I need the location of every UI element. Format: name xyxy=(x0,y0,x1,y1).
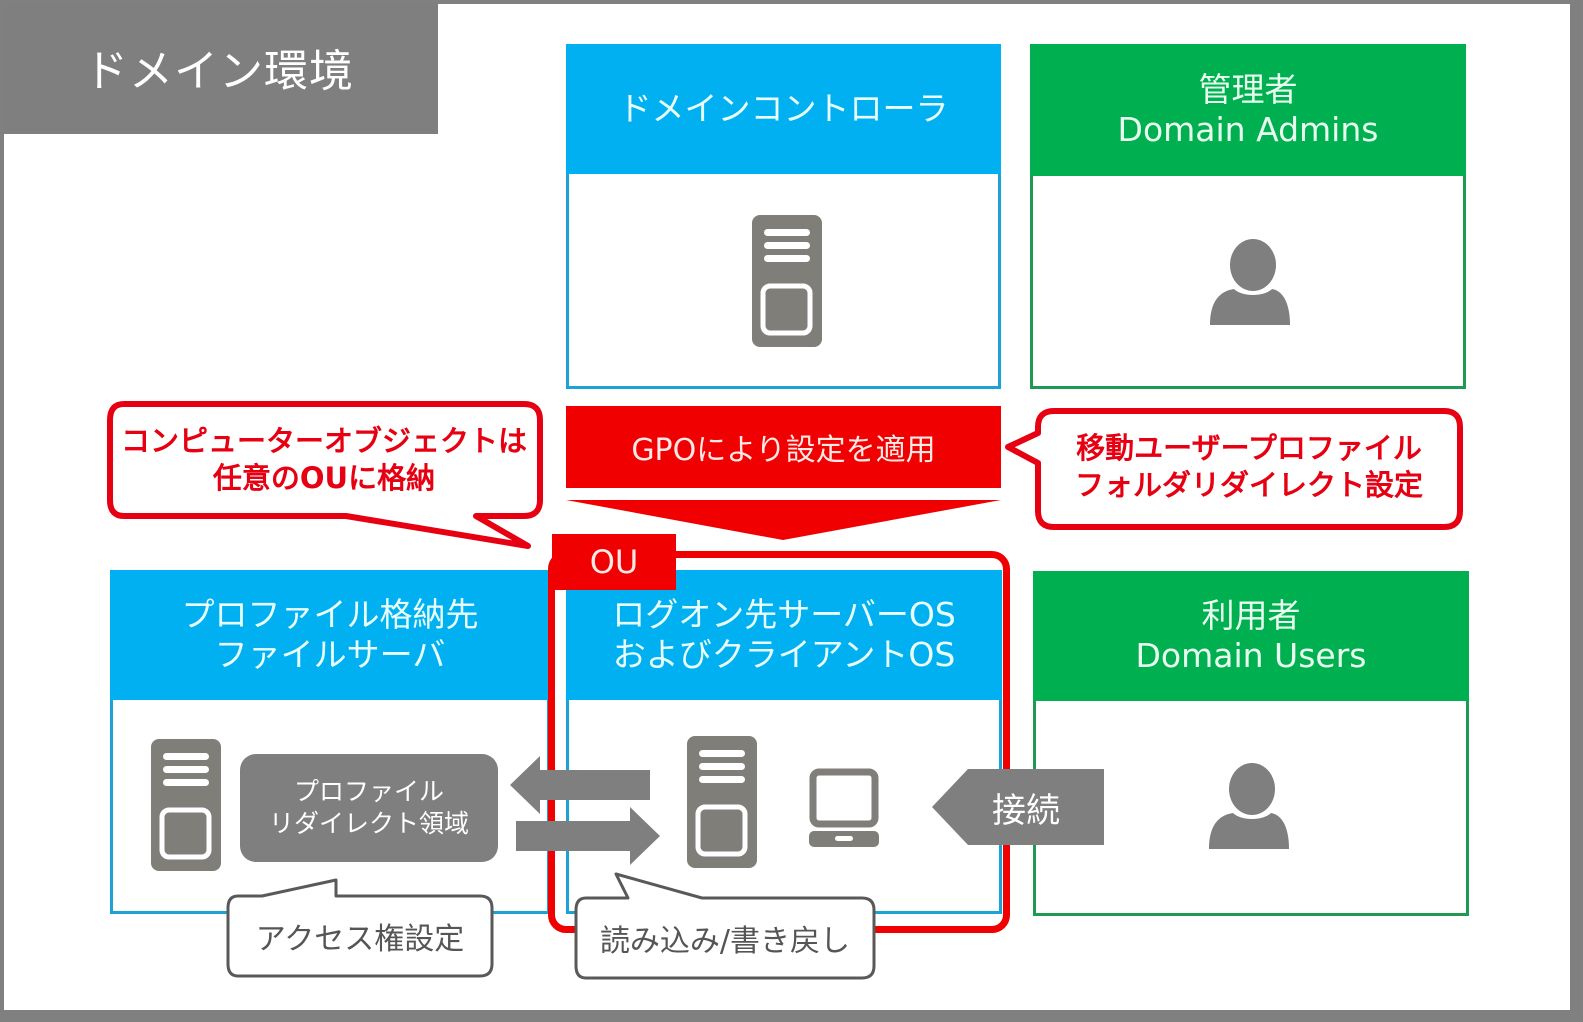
server-icon xyxy=(752,215,822,347)
read-writeback-note: 読み込み/書き戻し xyxy=(576,900,874,976)
admins-panel: 管理者 Domain Admins xyxy=(1030,44,1466,389)
file-server-panel: プロファイル格納先 ファイルサーバ プロファイル リダイレクト領域 xyxy=(110,570,550,914)
down-arrow-icon xyxy=(566,500,1001,540)
gpo-banner: GPOにより設定を適用 xyxy=(566,406,1001,488)
logon-os-title-line2: およびクライアントOS xyxy=(612,635,956,674)
file-server-title-line1: プロファイル格納先 xyxy=(181,595,479,635)
user-icon xyxy=(1210,239,1290,325)
users-title-en: Domain Users xyxy=(1135,636,1367,675)
admins-title-ja: 管理者 xyxy=(1198,70,1298,110)
page-title-text: ドメイン環境 xyxy=(84,46,354,97)
diagram-canvas: ドメイン環境 ドメインコントローラ 管理者 Domain Admins コンピュ… xyxy=(4,4,1570,1010)
ou-label: OU xyxy=(552,534,676,590)
profile-redirect-area: プロファイル リダイレクト領域 xyxy=(240,754,498,862)
file-server-title-line2: ファイルサーバ xyxy=(214,635,446,674)
gpo-banner-label: GPOにより設定を適用 xyxy=(631,433,936,468)
file-server-header: プロファイル格納先 ファイルサーバ xyxy=(110,570,550,700)
arrow-right-icon xyxy=(516,807,660,865)
user-icon xyxy=(1209,763,1289,849)
callout-left-line1: コンピューターオブジェクトは xyxy=(120,423,527,458)
users-header: 利用者 Domain Users xyxy=(1033,571,1469,701)
server-icon xyxy=(151,739,221,871)
domain-controller-panel: ドメインコントローラ xyxy=(566,44,1001,389)
access-rights-note: アクセス権設定 xyxy=(228,898,492,974)
connect-label-text: 接続 xyxy=(992,790,1060,831)
logon-os-header: ログオン先サーバーOS およびクライアントOS xyxy=(566,570,1002,700)
arrow-left-icon xyxy=(510,756,650,814)
connect-label: 接続 xyxy=(968,769,1084,845)
callout-right-line2: フォルダリダイレクト設定 xyxy=(1074,468,1423,502)
callout-left-text: コンピューターオブジェクトは 任意のOUに格納 xyxy=(114,408,534,512)
page-title: ドメイン環境 xyxy=(4,4,438,134)
callout-readwrite-shape xyxy=(574,872,876,980)
server-icon xyxy=(687,736,757,868)
callout-access-shape xyxy=(226,878,494,978)
profile-redirect-line1: プロファイル xyxy=(293,776,444,806)
users-panel: 利用者 Domain Users xyxy=(1033,571,1469,916)
access-rights-note-text: アクセス権設定 xyxy=(255,922,465,957)
callout-right-line1: 移動ユーザープロファイル xyxy=(1076,430,1422,465)
logon-os-title-line1: ログオン先サーバーOS xyxy=(612,595,956,635)
profile-redirect-line2: リダイレクト領域 xyxy=(268,809,469,838)
admins-title-en: Domain Admins xyxy=(1117,110,1379,149)
callout-right-shape xyxy=(1005,408,1463,530)
users-title-ja: 利用者 xyxy=(1201,596,1301,636)
read-writeback-note-text: 読み込み/書き戻し xyxy=(599,924,851,959)
callout-right-text: 移動ユーザープロファイル フォルダリダイレクト設定 xyxy=(1044,414,1454,520)
ou-label-text: OU xyxy=(589,543,639,581)
domain-controller-header: ドメインコントローラ xyxy=(566,44,1001,174)
laptop-icon xyxy=(809,768,879,847)
domain-controller-title: ドメインコントローラ xyxy=(618,89,949,129)
connect-arrow-icon xyxy=(932,769,1104,845)
callout-left-shape xyxy=(107,401,543,549)
admins-header: 管理者 Domain Admins xyxy=(1030,44,1466,176)
callout-left-line2: 任意のOUに格納 xyxy=(212,461,436,495)
